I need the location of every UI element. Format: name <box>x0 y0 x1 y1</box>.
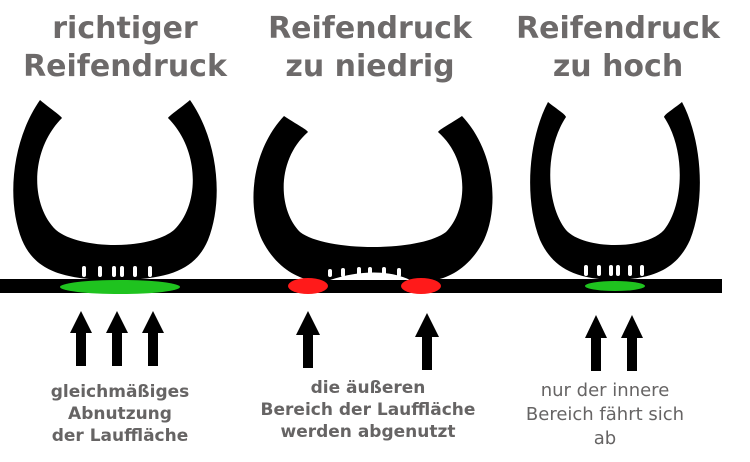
caption-line: der Lauffläche <box>51 426 189 446</box>
road-line <box>0 279 722 293</box>
contact-patch-center <box>585 281 645 291</box>
pressure-arrows <box>70 311 643 371</box>
caption-line: nur der innere <box>540 380 670 401</box>
tire-correct <box>13 100 217 294</box>
caption-high: nur der innere Bereich fährt sich ab <box>500 379 710 451</box>
arrow-up-icon <box>142 311 164 366</box>
title-line: richtiger <box>52 11 198 46</box>
tread-grooves <box>82 266 152 277</box>
title-line: Reifendruck <box>516 11 720 46</box>
title-correct-pressure: richtiger Reifendruck <box>0 10 250 86</box>
arrow-up-icon <box>296 311 320 368</box>
contact-patch-full <box>60 280 180 294</box>
title-line: zu niedrig <box>285 49 455 84</box>
contact-patch-right <box>401 278 441 294</box>
title-line: Reifendruck <box>23 49 227 84</box>
title-line: Reifendruck <box>268 11 472 46</box>
caption-low: die äußeren Bereich der Lauffläche werde… <box>238 377 498 443</box>
caption-line: die äußeren <box>310 378 426 398</box>
caption-line: ab <box>593 428 617 449</box>
title-high-pressure: Reifendruck zu hoch <box>493 10 743 86</box>
caption-line: werden abgenutzt <box>280 422 456 442</box>
title-low-pressure: Reifendruck zu niedrig <box>245 10 495 86</box>
caption-line: Abnutzung <box>68 404 172 424</box>
contact-patch-left <box>288 278 328 294</box>
tread-bulge <box>330 272 410 280</box>
arrow-up-icon <box>106 311 128 366</box>
tire-low <box>253 116 493 294</box>
arrow-up-icon <box>70 311 92 366</box>
caption-correct: gleichmäßiges Abnutzung der Lauffläche <box>20 381 220 447</box>
caption-line: Bereich der Lauffläche <box>260 400 476 420</box>
arrow-up-icon <box>415 313 439 370</box>
title-line: zu hoch <box>552 49 684 84</box>
tread-grooves <box>584 265 644 276</box>
arrow-up-icon <box>621 315 643 371</box>
tire-high <box>530 102 700 291</box>
caption-line: Bereich fährt sich <box>525 404 685 425</box>
arrow-up-icon <box>585 315 607 371</box>
caption-line: gleichmäßiges <box>50 382 190 402</box>
